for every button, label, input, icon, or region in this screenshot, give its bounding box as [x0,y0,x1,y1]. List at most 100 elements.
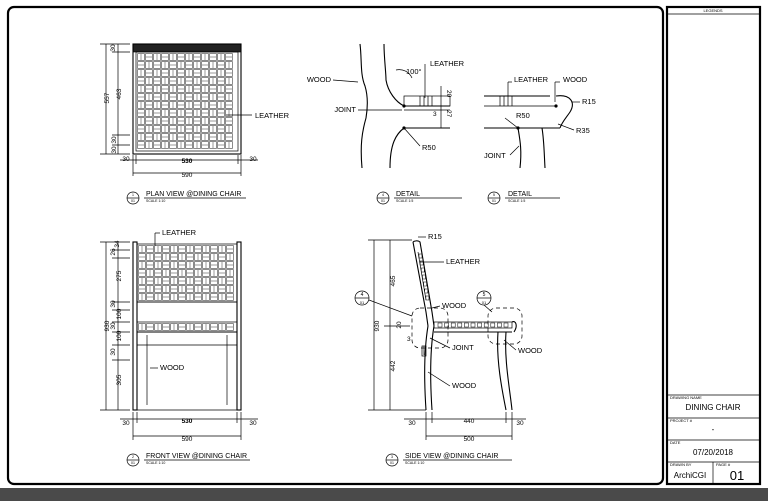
date-value: 07/20/2018 [693,448,734,457]
detail5-radius-35: R35 [576,126,590,135]
plan-dim-30a: 30 [110,44,117,52]
plan-dim-590: 590 [182,172,193,179]
detail4-title: DETAIL [396,191,420,198]
legend-heading: LEGENDS [703,8,722,13]
plan-dim-30-left: 30 [122,156,130,163]
detail-4: 100° WOOD LEATHER JOINT 20 27 3 R50 4 01… [307,43,465,205]
detail5-radius-15: R15 [582,97,596,106]
plan-scale: SCALE 1:10 [146,199,165,203]
front-dim-100b: 100 [116,330,123,341]
front-tag-number: 2 [132,455,134,459]
drawing-name-value: DINING CHAIR [685,403,740,412]
side-callout5-sheet: 01 [482,300,487,305]
front-scale: SCALE 1:10 [146,461,165,465]
detail4-label-leather: LEATHER [430,59,465,68]
side-tag-number: 3 [391,455,393,459]
front-tag-sheet: 01 [131,461,135,465]
side-dim-3: 3 [407,336,411,343]
front-dim-275: 275 [116,270,123,281]
front-dim-30a: 30 [110,300,117,308]
side-label-r15: R15 [428,232,442,241]
drawing-name-label: DRAWING NAME [670,395,702,400]
plan-leather-weave [137,53,233,149]
front-dim-30b: 30 [110,322,117,330]
side-label-wood-back: WOOD [442,301,467,310]
detail5-label-leather: LEATHER [514,75,549,84]
plan-label-leather: LEATHER [255,111,290,120]
plan-dim-463: 463 [116,88,123,99]
front-label-leather: LEATHER [162,228,197,237]
front-leather-weave [138,245,234,301]
side-callout5-number: 5 [483,292,486,298]
title-block: LEGENDS DRAWING NAME DINING CHAIR PROJEC… [667,8,760,484]
front-dim-34: 34 [114,240,121,248]
detail4-angle: 100° [406,67,422,76]
side-label-wood-front: WOOD [518,346,543,355]
side-seat-slats [437,322,509,328]
project-value: - [712,425,715,434]
plan-title: PLAN VIEW @DINING CHAIR [146,191,241,198]
front-dim-100a: 100 [116,308,123,319]
side-label-leather: LEATHER [446,257,481,266]
side-dim-30-left: 30 [408,420,416,427]
detail5-tag-number: 5 [493,193,495,197]
front-dim-305: 305 [116,374,123,385]
side-dim-442: 442 [390,360,397,371]
plan-tag-number: 1 [132,193,134,197]
detail4-label-joint: JOINT [334,105,356,114]
plan-view: 30 463 557 30 30 30 530 30 590 LEATHER 1… [100,43,290,205]
plan-dim-557: 557 [104,92,111,103]
front-seat-weave [138,323,234,331]
project-label: PROJECT # [670,418,693,423]
side-dim-930: 930 [374,320,381,331]
detail-5: LEATHER WOOD R15 R50 R35 JOINT 5 01 DETA… [484,75,596,205]
side-backrest-slats [418,253,430,301]
detail5-label-wood: WOOD [563,75,588,84]
side-dim-465: 465 [390,275,397,286]
front-dim-30-left: 30 [122,420,130,427]
drawn-by-value: ArchiCGI [674,471,706,480]
side-dim-440: 440 [464,418,475,425]
detail5-scale: SCALE 1:5 [508,199,525,203]
detail4-radius: R50 [422,143,436,152]
side-callout4-sheet: 01 [360,300,365,305]
side-label-wood-leg: WOOD [452,381,477,390]
side-tag-sheet: 01 [390,461,394,465]
page-label: PAGE # [716,462,731,467]
front-dim-30-right: 30 [249,420,257,427]
side-title: SIDE VIEW @DINING CHAIR [405,453,498,460]
front-dim-930: 930 [104,320,111,331]
front-label-wood: WOOD [160,363,185,372]
detail4-scale: SCALE 1:5 [396,199,413,203]
detail4-tag-sheet: 01 [381,199,385,203]
detail5-radius-50: R50 [516,111,530,120]
detail5-tag-sheet: 01 [492,199,496,203]
detail5-label-joint: JOINT [484,151,506,160]
plan-dim-530: 530 [182,158,193,165]
front-dim-30c: 30 [110,348,117,356]
detail5-title: DETAIL [508,191,532,198]
date-label: DATE [670,440,681,445]
side-dim-500: 500 [464,436,475,443]
plan-dim-30c: 30 [111,146,118,154]
side-label-joint: JOINT [452,343,474,352]
side-dim-20: 20 [396,321,403,329]
drawing-border [6,5,665,486]
front-dim-26: 26 [110,248,117,256]
page-value: 01 [730,468,744,483]
front-title: FRONT VIEW @DINING CHAIR [146,453,247,460]
drawn-by-label: DRAWN BY [670,462,692,467]
plan-dim-30b: 30 [111,136,118,144]
front-view: 34 26 275 30 100 30 100 30 305 930 30 53… [100,228,258,467]
detail4-tag-number: 4 [382,193,384,197]
front-dim-590: 590 [182,436,193,443]
side-dim-30-right: 30 [516,420,524,427]
detail4-dim-20: 20 [445,90,452,98]
plan-tag-sheet: 01 [131,199,135,203]
title-block-border [665,5,762,486]
detail4-dim-3: 3 [433,111,437,118]
front-dim-530: 530 [182,418,193,425]
detail4-dim-27: 27 [445,110,452,118]
side-callout4-number: 4 [361,292,364,298]
